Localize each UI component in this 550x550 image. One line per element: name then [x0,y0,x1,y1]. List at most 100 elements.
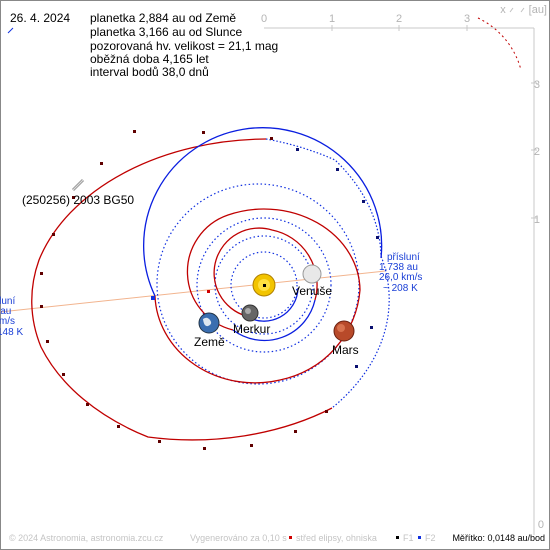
mercury-orbit [230,251,298,319]
legend-center-text: střed elipsy, ohniska [296,533,377,543]
axis-labels: 0 1 2 3 x 3 2 1 0 [au] [261,4,547,531]
interval-point [296,148,299,151]
interval-point [52,233,55,236]
focus-f1-marker [263,284,266,287]
x-axis-label: x [500,4,506,16]
info-line: pozorovaná hv. velikost = 21,1 mag [90,39,278,53]
mars-highlight [337,324,345,332]
focus-f2-marker [151,296,155,300]
earth-orbit [196,217,332,353]
x-tick-label: 1 [329,13,335,25]
asteroid-orbit-spiral-red [186,208,361,331]
interval-point [294,430,297,433]
planet-labels: Venuše Merkur Země Mars [194,284,359,357]
date-label: 26. 4. 2024 [10,11,70,25]
venus-label: Venuše [292,284,332,298]
asteroid-orbit-inner-blue [143,127,383,297]
interval-point [72,196,75,199]
legend-f1-marker [396,536,399,539]
info-line: planetka 3,166 au od Slunce [90,25,242,39]
mercury-highlight [245,308,251,314]
orbit-continuation [477,17,522,71]
scale-text: Měřítko: 0,0148 au/bod [452,533,545,543]
interval-point [100,162,103,165]
interval-point [40,272,43,275]
interval-point [362,200,365,203]
legend-f2-text: F2 [425,533,436,543]
interval-point [203,447,206,450]
interval-point [325,410,328,413]
aphelion-distance: 4,59 au [0,306,11,317]
mars-planet [333,320,355,342]
apsis-line [0,270,386,313]
date-marker [7,27,14,34]
interval-points [40,130,328,450]
copyright-text: © 2024 Astronomia, astronomia.zcu.cz [9,533,164,543]
info-block: planetka 2,884 au od Země planetka 3,166… [90,11,278,79]
interval-point [158,440,161,443]
perihelion-distance: 1,738 au [379,262,418,273]
asteroid-orbit-outer-red [31,138,333,441]
y-axis-label: [au] [529,4,547,16]
x-tick-label: 3 [464,13,470,25]
aphelion-speed: 12 km/s [0,316,15,327]
y-tick-label: 0 [538,519,544,531]
planet-orbits [156,183,360,385]
interval-point [133,130,136,133]
info-line: oběžná doba 4,165 let [90,52,209,66]
asteroid-label: (250256) 2003 BG50 [22,193,134,207]
info-line: interval bodů 38,0 dnů [90,65,209,79]
interval-point [117,425,120,428]
axes [264,25,537,535]
legend-f1-text: F1 [403,533,414,543]
earth-clouds [203,317,212,327]
info-line: planetka 2,884 au od Země [90,11,236,25]
perihelion-temperature: ~ 208 K [383,283,418,294]
interval-point [370,326,373,329]
mars-orbit [156,183,360,385]
mars-label: Mars [332,343,359,357]
interval-point [202,131,205,134]
aphelion-title: odsluní [0,296,15,307]
aphelion-temperature: 148 K [0,327,23,338]
sun [252,273,276,297]
perihelion-speed: 26,0 km/s [379,272,422,283]
interval-point [250,444,253,447]
interval-point [376,236,379,239]
interval-point [86,403,89,406]
interval-point [40,305,43,308]
generated-text: Vygenerováno za 0,10 s [190,533,287,543]
interval-point [270,137,273,140]
x-tick-label: 2 [396,13,402,25]
asteroid-orbit-core-red [213,227,318,317]
perihelion-info: přísluní 1,738 au 26,0 km/s ~ 208 K [379,252,422,294]
interval-point [336,168,339,171]
aphelion-info: odsluní 4,59 au 12 km/s 148 K [0,296,23,338]
y-tick-label: 1 [534,214,540,226]
mercury-label: Merkur [233,322,270,336]
y-tick-label: 2 [534,146,540,158]
asteroid-orbit-outer-blue [265,138,390,409]
y-tick-label: 3 [534,79,540,91]
asteroid-marker [71,178,85,192]
legend-f2-marker [418,536,421,539]
asteroid-highlight [72,179,84,191]
x-tick-label: 0 [261,13,267,25]
asteroid-orbit-inner-red [154,289,361,384]
footer: © 2024 Astronomia, astronomia.zcu.cz Vyg… [9,533,545,543]
interval-point [355,365,358,368]
venus-orbit [214,235,314,335]
asteroid-orbit-spiral-blue [232,299,316,342]
interval-point [62,373,65,376]
axis-arrow-marks [509,7,525,13]
interval-points-blue [296,148,379,368]
ellipse-center-marker [207,290,210,293]
legend-center-marker [289,536,292,539]
venus-planet [302,264,322,284]
perihelion-title: přísluní [387,252,420,263]
interval-point [46,340,49,343]
earth-label: Země [194,335,225,349]
